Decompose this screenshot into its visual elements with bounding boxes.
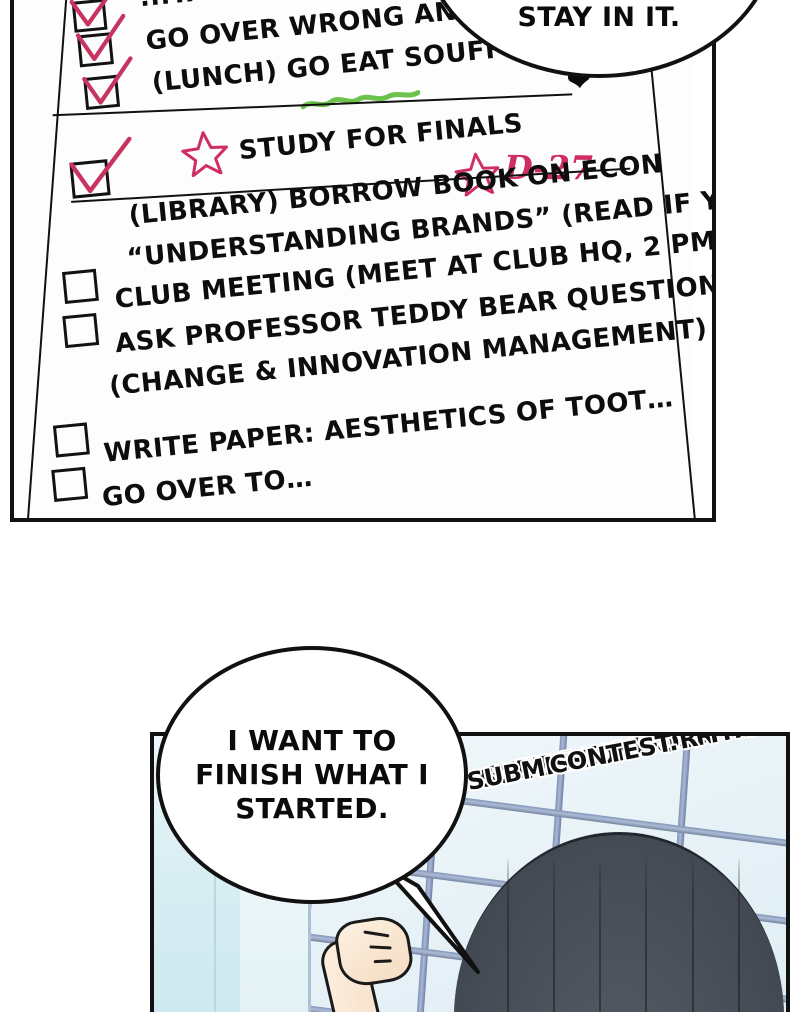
- hair-strand: [599, 858, 602, 1012]
- checkbox-item-5[interactable]: [69, 159, 111, 199]
- checkbox-item-1[interactable]: [71, 0, 108, 33]
- star-icon-left: [181, 131, 229, 178]
- checkbox-item-8[interactable]: [52, 422, 90, 458]
- hair-strand: [553, 858, 555, 1012]
- speech-bubble-stay-in-it-text: STAY IN IT.: [517, 1, 681, 33]
- todo-writing-plane: ...TATION OR YOGA GO OVER WRONG ANSWERS …: [14, 0, 712, 518]
- todo-item-8-text: WRITE PAPER: AESTHETICS OF TOOT…: [102, 383, 675, 469]
- hair-strand: [691, 858, 694, 1012]
- bubble-finish-line-2: FINISH WHAT I: [195, 757, 429, 791]
- checkbox-item-3[interactable]: [83, 74, 121, 110]
- checkbox-item-2[interactable]: [76, 32, 114, 68]
- checkbox-item-9[interactable]: [51, 466, 89, 502]
- todo-item-9-text: GO OVER TO…: [100, 462, 314, 514]
- bubble-finish-line-3: STARTED.: [235, 792, 389, 826]
- hair-strand: [645, 858, 648, 1012]
- checkbox-item-6[interactable]: [61, 268, 99, 304]
- bubble-finish-line-1: I WANT TO: [227, 723, 397, 757]
- speech-bubble-i-want-to-finish: I WANT TO FINISH WHAT I STARTED.: [156, 646, 468, 904]
- panel-todo-list: ...TATION OR YOGA GO OVER WRONG ANSWERS …: [10, 0, 716, 522]
- hair-strand: [737, 858, 740, 1012]
- speech-bubble-i-want-to-finish-textblock: I WANT TO FINISH WHAT I STARTED.: [195, 724, 429, 826]
- hair-strand: [506, 858, 509, 1012]
- checkbox-item-7[interactable]: [62, 312, 100, 349]
- star-icon-right: [454, 152, 500, 197]
